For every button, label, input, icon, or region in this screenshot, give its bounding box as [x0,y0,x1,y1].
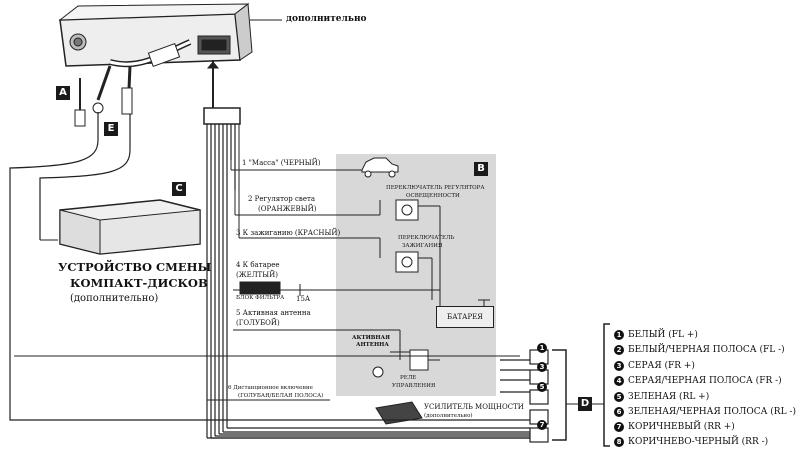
legend-item: БЕЛЫЙ/ЧЕРНАЯ ПОЛОСА (FL -) [628,345,785,355]
tag-b: B [474,162,488,176]
wire-2-label-a: 2 Регулятор света [248,195,316,203]
ignition-switch-label-a: ПЕРЕКЛЮЧАТЕЛЬ [398,235,455,241]
light-switch-label-a: ПЕРЕКЛЮЧАТЕЛЬ РЕГУЛЯТОРА [386,185,485,191]
connector-number: 1 [537,343,547,353]
legend-number: 5 [614,392,624,402]
connector-number: 7 [537,420,547,430]
legend-item: ЗЕЛЕНАЯ/ЧЕРНАЯ ПОЛОСА (RL -) [628,407,796,417]
connector-number: 5 [537,382,547,392]
wire-5-label-a: 5 Активная антенна [236,309,311,317]
legend-item: БЕЛЫЙ (FL +) [628,330,698,340]
wire-6-label-a: 6 Дистанционное включение [228,385,313,391]
battery: БАТАРЕЯ [436,306,494,328]
fuse-label: 15А [296,295,311,303]
light-switch-label-b: ОСВЕЩЕННОСТИ [406,193,460,199]
battery-label: БАТАРЕЯ [447,313,483,321]
active-antenna-label-a: АКТИВНАЯ [352,335,390,341]
optional-label: дополнительно [286,14,367,24]
legend-number: 6 [614,407,624,417]
cd-changer-title-1: УСТРОЙСТВО СМЕНЫ [58,260,212,274]
wire-3-label: 3 К зажиганию (КРАСНЫЙ) [236,229,341,237]
legend-number: 7 [614,422,624,432]
ignition-switch-label-b: ЗАЖИГАНИЯ [402,243,443,249]
wire-4-label-a: 4 К батарее [236,261,280,269]
amplifier-label: УСИЛИТЕЛЬ МОЩНОСТИ [424,403,524,411]
legend-item: СЕРАЯ/ЧЕРНАЯ ПОЛОСА (FR -) [628,376,782,386]
connector-number: 3 [537,362,547,372]
wire-6-label-b: (ГОЛУБАЯ/БЕЛАЯ ПОЛОСА) [238,393,324,399]
legend-number: 1 [614,330,624,340]
relay-label-a: РЕЛЕ [400,375,417,381]
legend-number: 8 [614,437,624,447]
legend-number: 4 [614,376,624,386]
legend-item: ЗЕЛЕНАЯ (RL +) [628,392,710,402]
wire-1-label: 1 "Масса" (ЧЕРНЫЙ) [242,159,321,167]
legend-number: 3 [614,361,624,371]
filter-label: БЛОК ФИЛЬТРА [236,295,285,301]
tag-d: D [578,397,592,411]
legend-item: СЕРАЯ (FR +) [628,361,695,371]
legend-number: 2 [614,345,624,355]
legend-item: КОРИЧНЕВЫЙ (RR +) [628,422,735,432]
wire-4-label-b: (ЖЕЛТЫЙ) [236,271,278,279]
wire-5-label-b: (ГОЛУБОЙ) [236,319,280,327]
head-unit [58,3,253,67]
relay-label-b: УПРАВЛЕНИЯ [392,383,436,389]
tag-a: A [56,86,70,100]
cd-changer-note: (дополнительно) [70,293,159,304]
cd-changer-title-2: КОМПАКТ-ДИСКОВ [70,276,208,290]
legend-item: КОРИЧНЕВО-ЧЕРНЫЙ (RR -) [628,437,769,447]
active-antenna-label-b: АНТЕННА [356,342,389,348]
wire-2-label-b: (ОРАНЖЕВЫЙ) [258,205,317,213]
tag-e: E [104,122,118,136]
tag-c: C [172,182,186,196]
amplifier-note: (дополнительно) [424,413,473,419]
